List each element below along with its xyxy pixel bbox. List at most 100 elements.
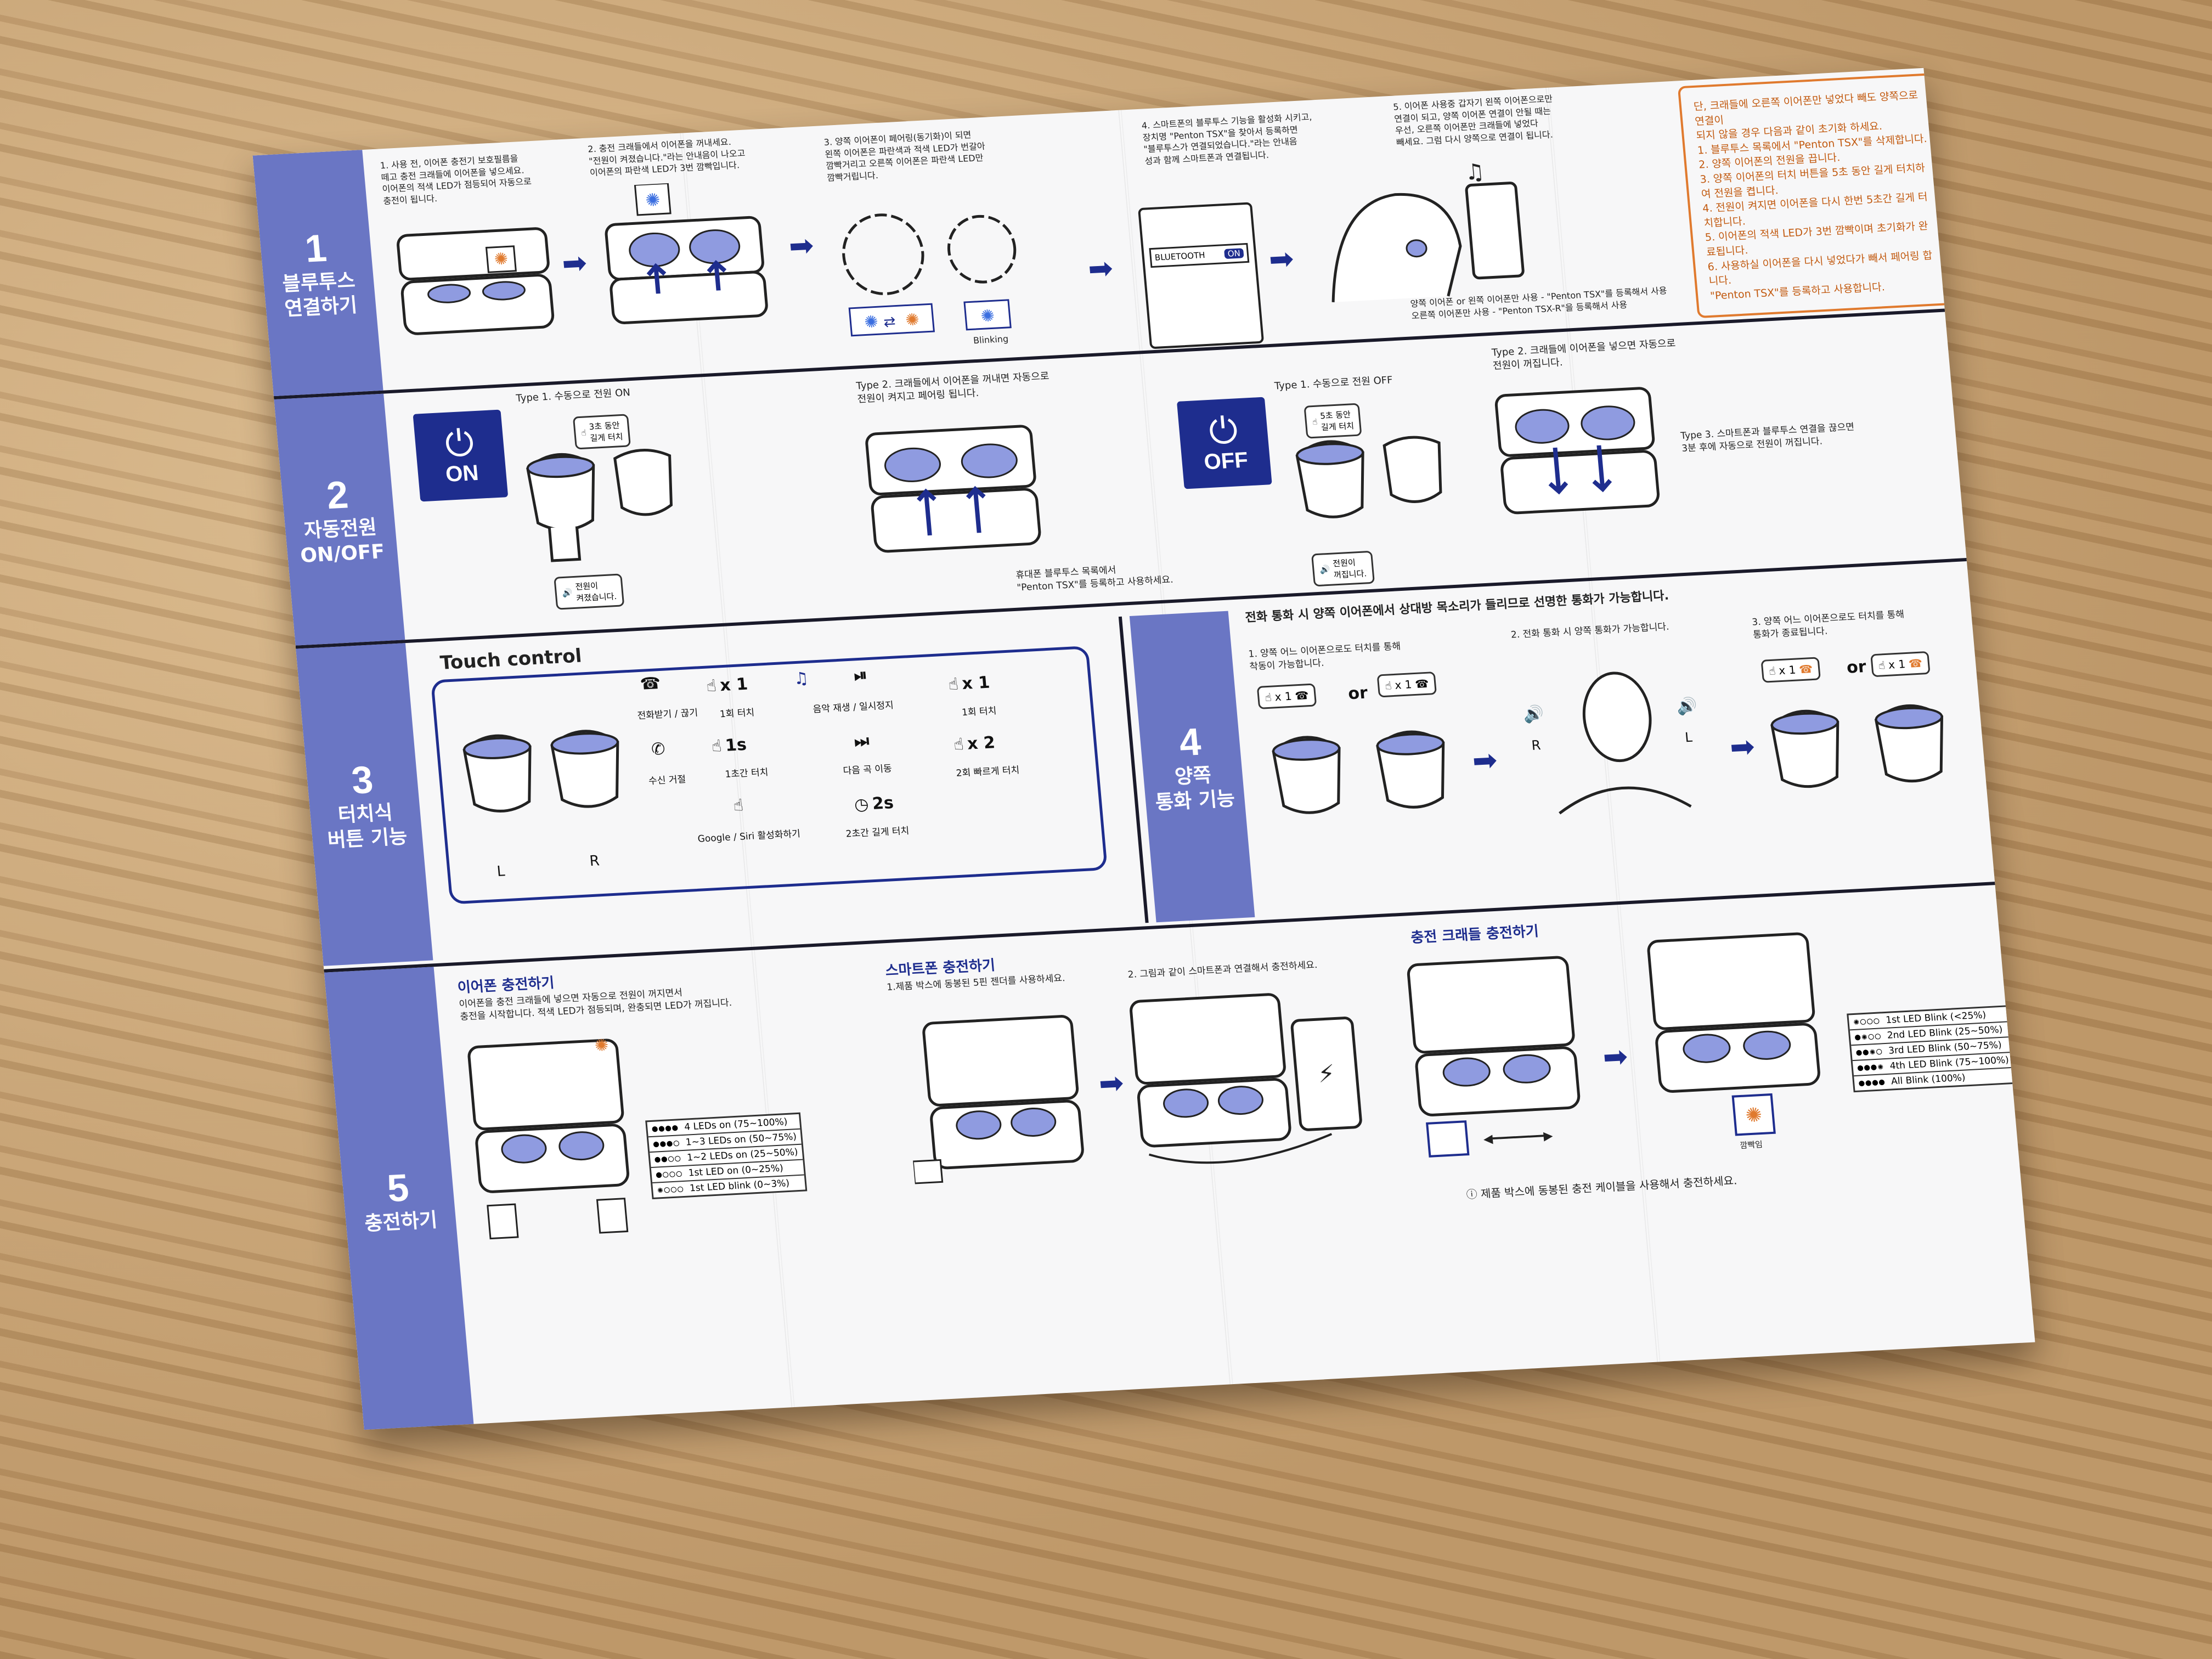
phone-call-icon: ☎ (639, 673, 662, 694)
next-label: 다음 곡 이동 (842, 763, 893, 777)
phone-call-icon: ☎ (1294, 689, 1310, 703)
section-1-tab: 1 블루투스 연결하기 (252, 150, 383, 397)
note-on: 휴대폰 블루투스 목록에서 "Penton TSX"를 등록하고 사용하세요. (1015, 565, 1174, 594)
touch-x2: ☝ x 2 (952, 733, 996, 755)
play-pause-icon: ⏯ (853, 665, 868, 686)
bluetooth-on-badge: ON (1223, 248, 1244, 259)
svg-text:✺: ✺ (493, 249, 509, 269)
music-note-icon: ♫ (793, 668, 810, 689)
bt-step-1: 1. 사용 전, 이어폰 충전기 보호필름을 떼고 충전 크래들에 이어폰을 넣… (380, 153, 532, 206)
tap-tag-right: ☝x 1☎ (1376, 672, 1437, 698)
touch-x1-2-label: 1회 터치 (961, 706, 997, 719)
touch-2s: ◷ 2s (853, 793, 895, 815)
power-on-icon: ⏻ ON (413, 409, 509, 502)
sound-icon: 🔊 (562, 588, 573, 599)
bt-step-2: 2. 충전 크래들에서 이어폰을 꺼내세요. "전원이 켜졌습니다."라는 안내… (587, 136, 746, 178)
section-bluetooth: 1 블루투스 연결하기 1. 사용 전, 이어폰 충전기 보호필름을 떼고 충전… (252, 67, 1957, 400)
reject-label: 수신 거절 (648, 774, 687, 787)
tap-tag-left: ☝x 1☎ (1256, 683, 1317, 709)
arrow-icon: ➡ (1086, 250, 1115, 287)
svg-text:✺: ✺ (980, 306, 995, 326)
speaker-left-icon: 🔊 (1522, 704, 1545, 725)
arrow-icon: ➡ (1728, 729, 1757, 765)
svg-text:♫: ♫ (1464, 161, 1486, 185)
svg-text:✺: ✺ (864, 312, 879, 332)
hand-icon: ☝ (1312, 416, 1318, 427)
type3-off: Type 3. 스마트폰과 블루투스 연결을 끊으면 3분 후에 자동으로 전원… (1680, 421, 1855, 454)
power-icon: ⏻ (443, 421, 476, 465)
section-number: 1 (303, 226, 329, 270)
charging-case-close-icon (1494, 387, 1660, 515)
next-track-icon: ⏭ (853, 731, 870, 752)
svg-text:✺: ✺ (905, 310, 920, 330)
earbuds-pair-icon (1295, 436, 1442, 518)
arrow-icon: ➡ (1097, 1065, 1125, 1102)
bt-step-3: 3. 양쪽 이어폰이 페어링(동기화)이 되면 왼쪽 이어폰은 파란색과 적색 … (823, 129, 986, 183)
charging-case-open-icon (912, 1015, 1084, 1184)
led-sun-icon: ✺ (594, 1035, 610, 1056)
smartphone-icon: BLUETOOTH ON (1137, 202, 1265, 349)
earbuds-pair-icon (1272, 730, 1445, 814)
clock-icon: ◷ (853, 794, 870, 815)
touch-1s: ☝ 1s (710, 735, 748, 757)
left-ear-label: L (1684, 729, 1693, 746)
arrow-icon: ➡ (1601, 1039, 1629, 1075)
arrow-icon: ➡ (1471, 742, 1499, 778)
hand-hold-icon: ☝ (732, 795, 744, 816)
touch-x1-1: ☝ x 1 (705, 674, 749, 696)
end-call-tag-right: ☝x 1☎ (1870, 651, 1931, 678)
sound-icon: 🔊 (1319, 564, 1331, 575)
person-listening-icon: ♫ (1331, 161, 1525, 302)
arrow-icon: ➡ (1267, 241, 1295, 277)
touch-1s-label: 1초간 터치 (724, 766, 769, 780)
charging-case-open-icon (1407, 956, 1581, 1158)
call-step-2: 2. 전화 통화 시 양쪽 통화가 가능합니다. (1510, 621, 1670, 641)
hand-tap-icon: ☝ (1768, 664, 1776, 678)
end-call-tag-left: ☝x 1☎ (1760, 657, 1821, 683)
power-off-icon: ⏻ OFF (1176, 397, 1272, 489)
section-number: 3 (349, 758, 375, 802)
arrow-icon: ➡ (787, 228, 815, 264)
section-power: 2 자동전원 ON/OFF ⏻ ON Type 1. 수동으로 전원 ON ☝3… (274, 312, 1967, 649)
touch-x1-1-label: 1회 터치 (719, 707, 755, 720)
section-label: 충전하기 (363, 1209, 438, 1235)
earbuds-pair-icon (526, 449, 673, 562)
svg-text:✺: ✺ (1745, 1104, 1763, 1127)
call-step-1: 1. 양쪽 어느 이어폰으로도 터치를 통해 착동이 가능합니다. (1248, 641, 1401, 673)
section-charging: 5 충전하기 이어폰 충전하기 이어폰을 충전 크래들에 넣으면 자동으로 전원… (324, 882, 2035, 1430)
section-label: 터치식 버튼 기능 (326, 801, 408, 853)
manual-sheet: 1 블루투스 연결하기 1. 사용 전, 이어폰 충전기 보호필름을 떼고 충전… (252, 67, 2035, 1430)
hand-tap-icon: ☝ (1384, 679, 1392, 692)
charging-case-open-icon (467, 1039, 629, 1240)
earbud-charging-title: 이어폰 충전하기 (456, 974, 555, 997)
section-2-tab: 2 자동전원 ON/OFF (274, 393, 405, 646)
svg-text:✺: ✺ (645, 189, 661, 211)
right-marker: R (589, 853, 601, 870)
end-call-icon: ☎ (1908, 656, 1923, 670)
blinking-label: Blinking (973, 333, 1009, 346)
left-marker: L (496, 863, 506, 880)
info-icon: ⓘ (1465, 1187, 1482, 1201)
speaker-right-icon: 🔊 (1675, 696, 1699, 716)
pairing-earbuds-icon: ✺ ⇄ ✺ ✺ (842, 213, 1017, 337)
section-3-tab: 3 터치식 버튼 기능 (296, 643, 433, 966)
phone-call-icon: ☎ (1414, 676, 1430, 691)
type2-off: Type 2. 크래들에 이어폰을 넣으면 자동으로 전원이 꺼집니다. (1491, 337, 1677, 373)
call-step-3: 3. 양쪽 어느 이어폰으로도 터치를 통해 통화가 종료됩니다. (1751, 609, 1905, 641)
power-off-label: OFF (1203, 447, 1249, 474)
charging-case-open-icon: ✺ (1647, 932, 1820, 1136)
phone-step-2: 2. 그림과 같이 스마트폰과 연결해서 충전하세요. (1127, 960, 1318, 981)
power-off-msg: 🔊전원이 꺼집니다. (1311, 550, 1375, 587)
led-table-right: ✺○○○1st LED Blink (<25%) ●✺○○2nd LED Bli… (1847, 1005, 2017, 1093)
charging-case-icon: ✺ (397, 227, 555, 335)
arrow-icon: ➡ (560, 245, 589, 281)
hand-tap-icon: ☝ (952, 735, 965, 755)
section-label: 자동전원 ON/OFF (299, 516, 386, 567)
svg-text:⇄: ⇄ (883, 314, 896, 331)
type1-off: Type 1. 수동으로 전원 OFF (1274, 374, 1393, 392)
power-on-msg: 🔊전원이 켜졌습니다. (554, 573, 625, 610)
end-call-icon: ☎ (1798, 662, 1814, 676)
section-4-tab: 4 양쪽 통화 기능 (1129, 611, 1255, 923)
power-icon: ⏻ (1207, 408, 1240, 453)
led-table-left: ●●●●4 LEDs on (75~100%) ●●●○1~3 LEDs on … (645, 1112, 808, 1200)
